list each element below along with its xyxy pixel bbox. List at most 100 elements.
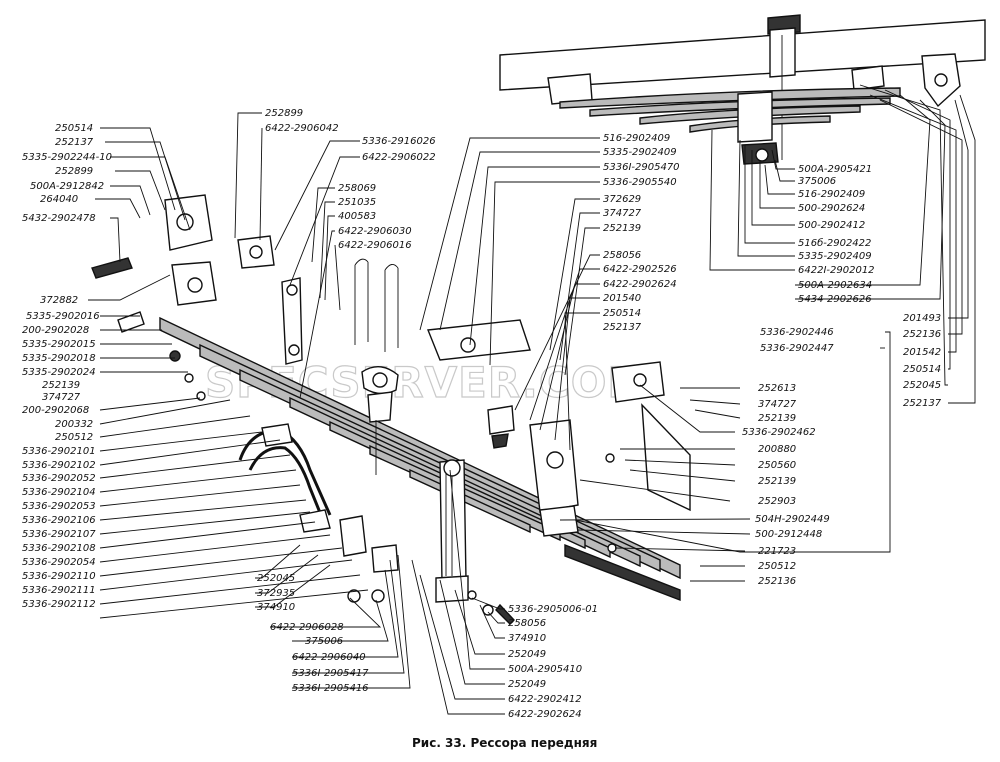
label-r01: 201493: [903, 313, 941, 324]
label-c04: 5336-2905540: [603, 177, 677, 188]
label-m03: 5336-2916026: [362, 136, 436, 147]
label-l03: 5335-2902244-10: [22, 152, 112, 163]
label-m07: 400583: [338, 211, 376, 222]
label-k11: 504Н-2902449: [755, 514, 830, 525]
label-k05: 252139: [758, 413, 796, 424]
label-m09: 6422-2906016: [338, 240, 412, 251]
label-l26: 5336-2902108: [22, 543, 96, 554]
label-l11: 5335-2902015: [22, 339, 96, 350]
label-l01: 250514: [55, 123, 93, 134]
label-l17: 200332: [55, 419, 93, 430]
label-k02: 5336-2902447: [760, 343, 834, 354]
label-k04: 374727: [758, 399, 797, 410]
label-m05: 258069: [338, 183, 376, 194]
label-l06: 264040: [40, 194, 78, 205]
label-l18: 250512: [55, 432, 93, 443]
label-c07: 252139: [603, 223, 641, 234]
label-l13: 5335-2902024: [22, 367, 96, 378]
label-l19: 5336-2902101: [22, 446, 96, 457]
label-r02: 252136: [903, 329, 941, 340]
label-l09: 5335-2902016: [26, 311, 100, 322]
label-d01: 5336-2905006-01: [508, 604, 598, 615]
label-l07: 5432-2902478: [22, 213, 96, 224]
figure-caption: Рис. 33. Рессора передняя: [412, 736, 597, 750]
label-l10: 200-2902028: [22, 325, 89, 336]
label-c02: 5335-2902409: [603, 147, 677, 158]
label-m02: 6422-2906042: [265, 123, 339, 134]
label-b01: 252045: [257, 573, 295, 584]
label-c05: 372629: [603, 194, 641, 205]
label-c10: 6422-2902624: [603, 279, 677, 290]
label-d05: 500А-2905410: [508, 664, 582, 675]
label-l14: 252139: [42, 380, 80, 391]
label-k12: 500-2912448: [755, 529, 822, 540]
label-c13: 252137: [603, 322, 642, 333]
assembled-spring-view: [499, 14, 986, 165]
label-d06: 252049: [508, 679, 546, 690]
label-t04: 500-2902624: [798, 203, 865, 214]
label-l02: 252137: [55, 137, 94, 148]
label-b05: 375006: [305, 636, 343, 647]
label-l04: 252899: [55, 166, 93, 177]
label-d04: 252049: [508, 649, 546, 660]
label-c09: 6422-2902526: [603, 264, 677, 275]
label-d07: 6422-2902412: [508, 694, 582, 705]
label-c03: 5336I-2905470: [603, 162, 680, 173]
label-t09: 500А-2902634: [798, 280, 872, 291]
label-l25: 5336-2902107: [22, 529, 96, 540]
label-k01: 5336-2902446: [760, 327, 834, 338]
label-b06: 6422-2906040: [292, 652, 366, 663]
label-r05: 252045: [903, 380, 941, 391]
label-b07: 5336I-2905417: [292, 668, 369, 679]
label-k14: 250512: [758, 561, 796, 572]
label-k03: 252613: [758, 383, 796, 394]
label-k08: 250560: [758, 460, 796, 471]
label-b04: 6422-2906028: [270, 622, 344, 633]
label-l16: 200-2902068: [22, 405, 89, 416]
label-r03: 201542: [903, 347, 941, 358]
label-l05: 500А-2912842: [30, 181, 104, 192]
label-r06: 252137: [903, 398, 942, 409]
label-b03: 374910: [257, 602, 295, 613]
label-c08: 258056: [603, 250, 641, 261]
part-labels: 250514 252137 5335-2902244-10 252899 500…: [22, 108, 942, 720]
label-l27: 5336-2902054: [22, 557, 96, 568]
label-l23: 5336-2902053: [22, 501, 96, 512]
label-c01: 516-2902409: [603, 133, 670, 144]
label-t02: 375006: [798, 176, 836, 187]
label-l21: 5336-2902052: [22, 473, 96, 484]
label-k07: 200880: [758, 444, 796, 455]
label-k09: 252139: [758, 476, 796, 487]
label-l22: 5336-2902104: [22, 487, 96, 498]
label-c12: 250514: [603, 308, 641, 319]
label-l08: 372882: [40, 295, 78, 306]
label-c11: 201540: [603, 293, 641, 304]
label-t10: 5434-2902626: [798, 294, 872, 305]
label-b08: 5336I-2905416: [292, 683, 369, 694]
label-t06: 516б-2902422: [798, 237, 871, 249]
label-l15: 374727: [42, 392, 81, 403]
label-t08: 6422I-2902012: [798, 265, 875, 276]
label-l24: 5336-2902106: [22, 515, 96, 526]
label-m04: 6422-2906022: [362, 152, 436, 163]
label-t05: 500-2902412: [798, 220, 865, 231]
label-k10: 252903: [758, 496, 796, 507]
label-k06: 5336-2902462: [742, 427, 816, 438]
label-m01: 252899: [265, 108, 303, 119]
label-d03: 374910: [508, 633, 546, 644]
label-r04: 250514: [903, 364, 941, 375]
label-d08: 6422-2902624: [508, 709, 582, 720]
label-c06: 374727: [603, 208, 642, 219]
label-l20: 5336-2902102: [22, 460, 96, 471]
label-l12: 5335-2902018: [22, 353, 96, 364]
label-t03: 516-2902409: [798, 189, 865, 200]
leader-lines: [88, 84, 976, 715]
label-t07: 5335-2902409: [798, 251, 872, 262]
label-l29: 5336-2902111: [22, 585, 96, 596]
label-k15: 252136: [758, 576, 796, 587]
label-t01: 500А-2905421: [798, 164, 872, 175]
label-k13: 221723: [758, 546, 796, 557]
label-d02: 258056: [508, 618, 546, 629]
label-b02: 372935: [257, 588, 295, 599]
